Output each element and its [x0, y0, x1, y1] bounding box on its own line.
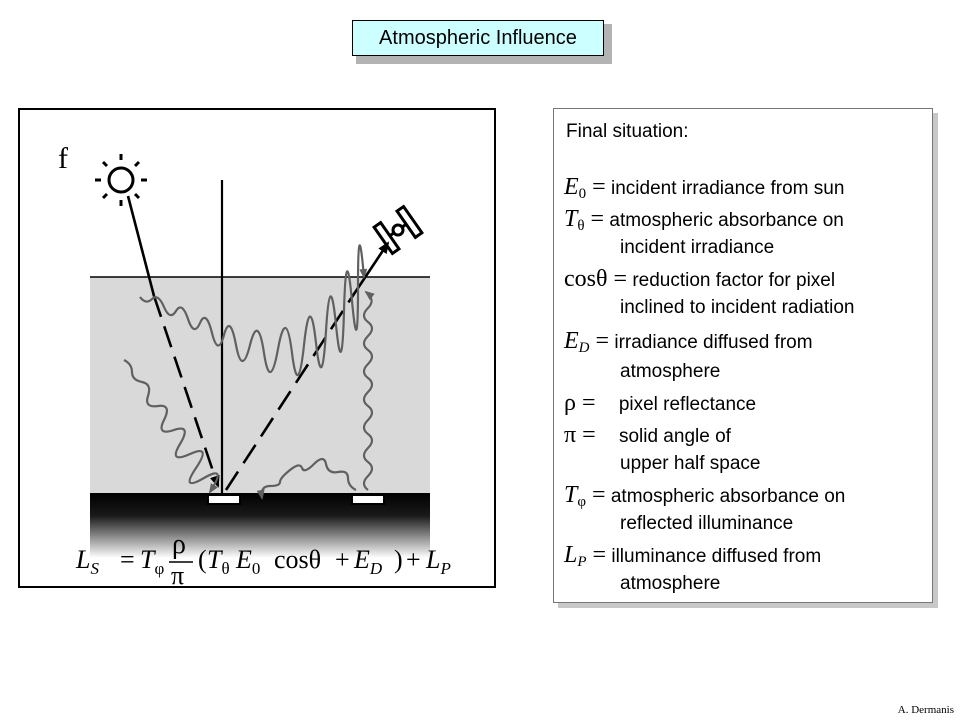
legend-item-ed: ED = irradiance diffused from: [564, 328, 813, 356]
svg-text:=: =: [120, 545, 135, 574]
sun-icon: [95, 154, 147, 206]
svg-text:): ): [394, 545, 403, 574]
incident-ray-solid: [126, 195, 156, 297]
legend-item-lp: LP = illuminance diffused from: [564, 542, 822, 570]
reflected-ray-solid: [348, 241, 390, 301]
svg-text:ED: ED: [353, 545, 383, 578]
diagram-svg: f LS = Tφ ρ π ( Tθ E0 cosθ + ED ) + LP: [58, 142, 451, 586]
svg-text:cosθ: cosθ: [274, 545, 321, 574]
legend-item-t-theta: Tθ = atmospheric absorbance on: [564, 206, 844, 234]
adjacency-wave: [256, 457, 357, 500]
neighbor-pixel: [351, 494, 385, 505]
svg-text:+: +: [335, 545, 350, 574]
path-radiance-wave: [139, 244, 368, 377]
page-title: Atmospheric Influence: [352, 20, 604, 56]
atmosphere-layer: [90, 277, 430, 493]
legend-panel: Final situation: E0 = incident irradianc…: [553, 108, 938, 608]
legend-item-t-theta-cont: incident irradiance: [620, 237, 775, 258]
svg-text:ρ: ρ: [172, 529, 186, 560]
svg-text:π: π: [171, 561, 184, 586]
svg-text:E0: E0: [235, 545, 260, 578]
panel-label: f: [58, 142, 68, 175]
legend-heading: Final situation:: [566, 121, 689, 142]
svg-text:LS: LS: [75, 545, 99, 578]
legend-item-pi-cont: upper half space: [620, 453, 761, 474]
svg-text:LP: LP: [425, 545, 451, 578]
legend-item-cos-theta: cosθ = reduction factor for pixel: [564, 266, 836, 292]
legend-box: Final situation: E0 = incident irradianc…: [553, 108, 933, 603]
legend-item-rho: ρ = pixel reflectance: [564, 390, 757, 416]
legend-item-t-phi: Tφ = atmospheric absorbance on: [564, 482, 846, 510]
satellite-icon: [371, 204, 425, 256]
radiance-equation: LS = Tφ ρ π ( Tθ E0 cosθ + ED ) + LP: [75, 529, 451, 586]
svg-text:Tφ: Tφ: [140, 545, 164, 578]
legend-item-cos-theta-cont: inclined to incident radiation: [620, 297, 855, 318]
svg-text:(: (: [198, 545, 207, 574]
svg-text:Tθ: Tθ: [207, 545, 230, 578]
svg-text:+: +: [406, 545, 421, 574]
author-credit: A. Dermanis: [897, 704, 954, 716]
legend-item-e0: E0 = incident irradiance from sun: [564, 174, 845, 202]
title-banner: Atmospheric Influence: [352, 20, 612, 64]
target-pixel: [207, 494, 241, 505]
incident-ray-dashed: [152, 295, 220, 488]
reflected-ray-dashed: [224, 299, 352, 491]
diagram-panel: f LS = Tφ ρ π ( Tθ E0 cosθ + ED ) + LP: [18, 108, 496, 588]
diffuse-irradiance-wave: [123, 359, 219, 494]
legend-item-pi: π = solid angle of: [564, 422, 731, 448]
legend-item-ed-cont: atmosphere: [620, 361, 721, 382]
legend-item-t-phi-cont: reflected illuminance: [620, 513, 794, 534]
neighbor-reflected-wave: [362, 290, 375, 491]
legend-item-lp-cont: atmosphere: [620, 573, 721, 594]
